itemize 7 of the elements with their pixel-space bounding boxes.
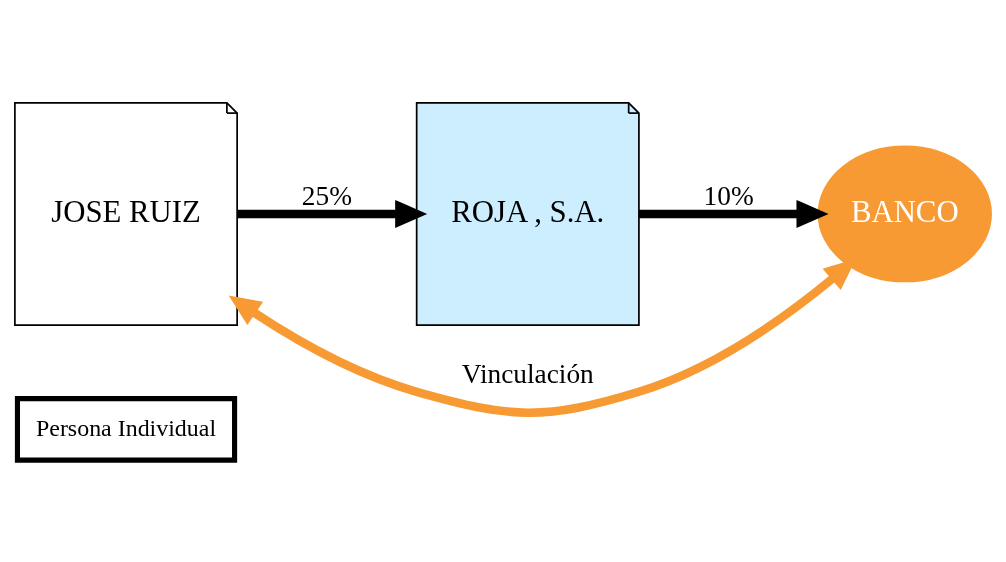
edge-label: 25%	[301, 180, 352, 211]
arrow	[639, 199, 829, 228]
node-ellipse: BANCO	[817, 145, 992, 282]
edge-label: Vinculación	[461, 358, 594, 389]
edge-label: 10%	[703, 180, 754, 211]
arrow	[237, 199, 428, 228]
node-box: Persona Individual	[14, 395, 238, 463]
